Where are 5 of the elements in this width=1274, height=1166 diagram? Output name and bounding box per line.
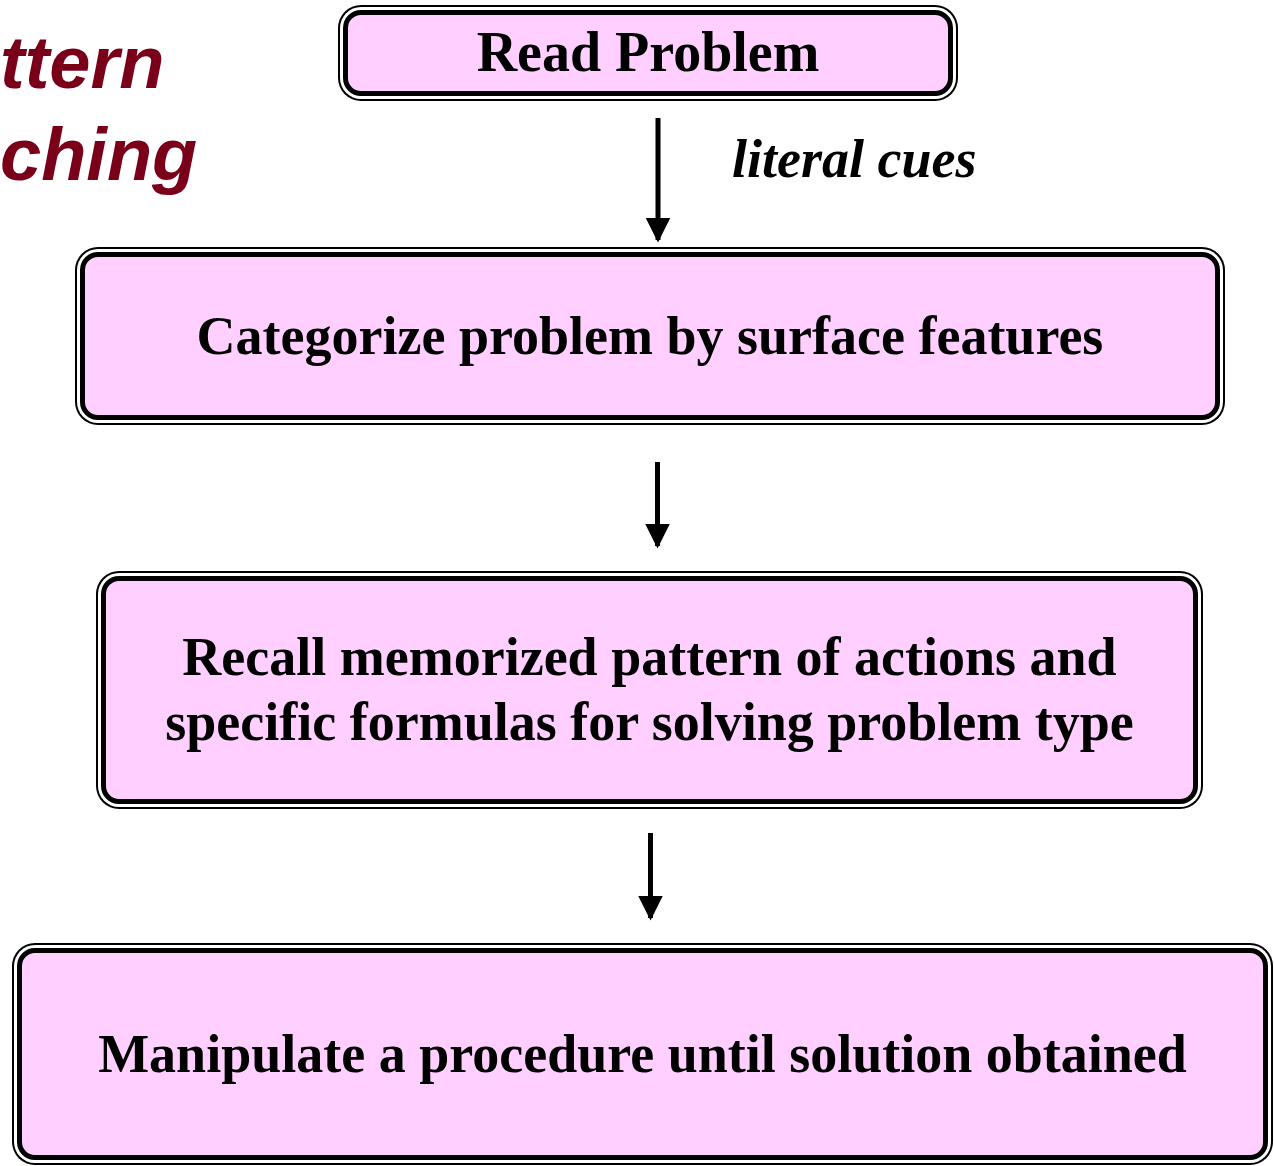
- title-text: ttern: [0, 26, 165, 100]
- arrow: [645, 118, 671, 243]
- arrow: [638, 833, 663, 921]
- arrow: [645, 462, 670, 549]
- edge-label: literal cues: [732, 132, 977, 186]
